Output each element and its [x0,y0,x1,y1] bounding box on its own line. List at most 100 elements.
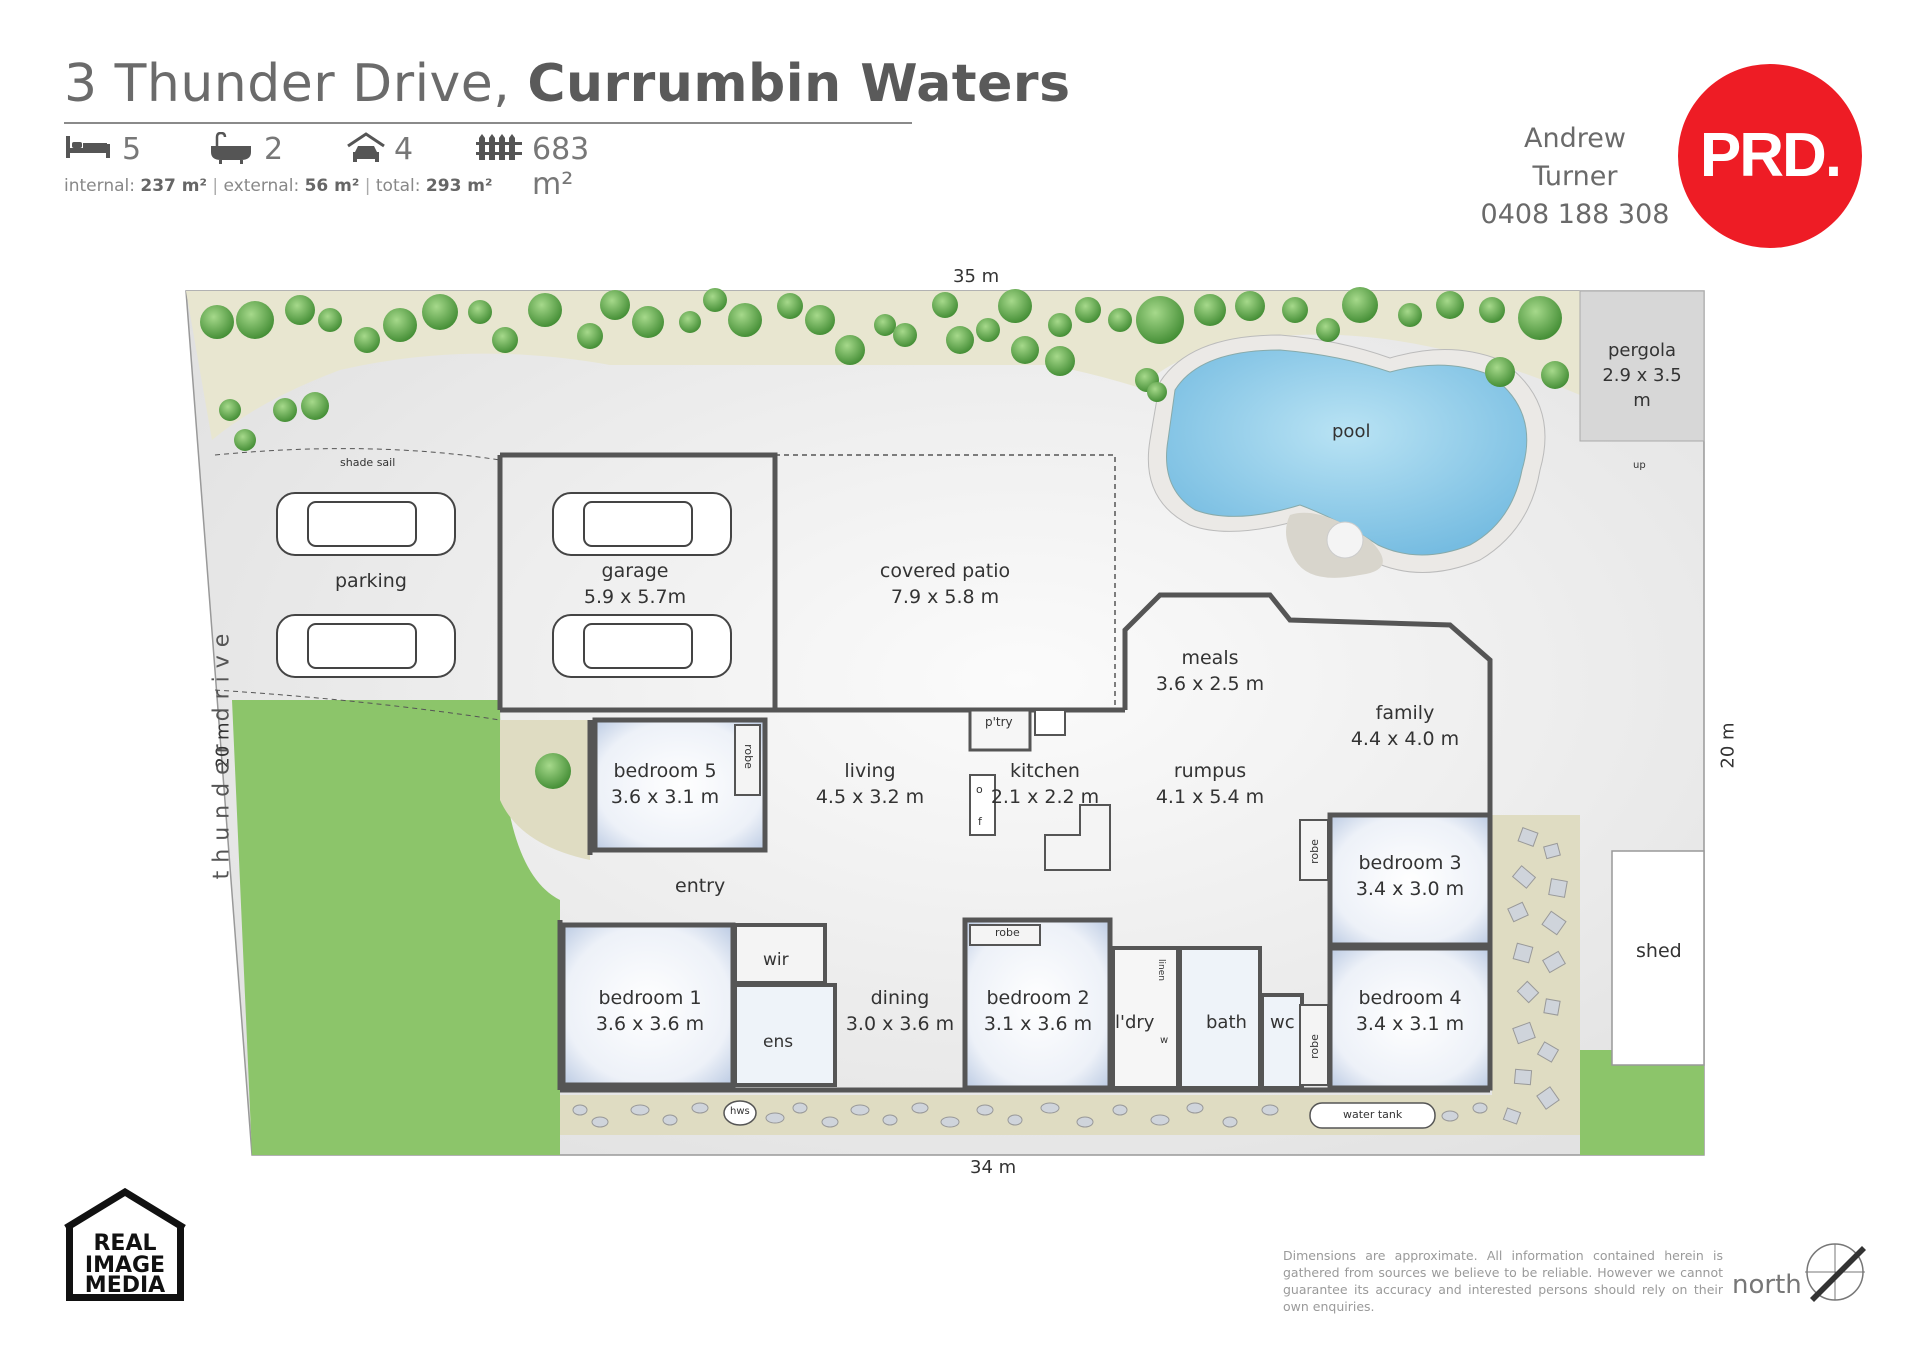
tree [805,305,835,335]
tree [703,288,727,312]
side-garden [1492,815,1580,1135]
tree [976,318,1000,342]
bedroom-4-room [1327,945,1493,1091]
total-label: total: [375,176,421,196]
tree [219,399,241,421]
beds-count: 5 [122,132,142,167]
disclaimer-text: Dimensions are approximate. All informat… [1283,1248,1723,1314]
rim-line-2: IMAGE [85,1253,165,1278]
lawn-area-right [1580,1050,1704,1155]
fence-icon [476,132,522,170]
tree [200,305,234,339]
cars [276,492,732,678]
robe-bed3 [1299,819,1329,881]
north-label: north [1732,1270,1802,1300]
robe-bed5 [734,724,761,796]
robe-bed2 [969,924,1041,946]
real-image-media-logo[interactable]: REAL IMAGE MEDIA [62,1188,188,1302]
area-summary: internal: 237 m² | external: 56 m² | tot… [64,176,493,196]
tree [728,303,762,337]
bedroom-2-room [962,917,1113,1091]
trees [200,287,1569,789]
wir-room [733,923,827,985]
robe-bed4 [1299,1004,1329,1086]
tree [285,295,315,325]
bedroom-1-room [560,922,736,1088]
fridge [969,774,996,836]
total-value: 293 m² [425,176,493,196]
garage-car-icon [346,132,386,174]
pantry-room [968,708,1032,752]
tree [1479,297,1505,323]
lawn-area [232,700,560,1155]
tree [946,326,974,354]
tree [1282,297,1308,323]
pool-water [1166,349,1528,556]
property-address-title: 3 Thunder Drive, Currumbin Waters [64,54,1071,114]
bath-room [1178,946,1262,1090]
tree [273,398,297,422]
shed [1611,850,1705,1066]
entry-garden [500,720,590,860]
tree [835,335,865,365]
street-text: 3 Thunder Drive, [64,54,511,114]
pool-spa [1326,521,1364,559]
stepping-stones [1502,827,1568,1125]
tree [998,289,1032,323]
tree [354,327,380,353]
tree [1075,297,1101,323]
tree [600,290,630,320]
tree [1316,318,1340,342]
compass-north-icon [1805,1243,1866,1302]
bedroom-3-room [1327,812,1493,948]
tree [893,323,917,347]
tree [1108,308,1132,332]
tree [1048,313,1072,337]
rim-line-1: REAL [93,1231,156,1256]
kitchen-cooktop [1034,709,1066,736]
tree [301,392,329,420]
tree [318,308,342,332]
tree [1045,346,1075,376]
external-label: external: [223,176,300,196]
pergola [1579,290,1705,442]
tree [1398,303,1422,327]
cars-count: 4 [394,132,414,167]
prd-logo[interactable]: PRD. [1678,64,1862,248]
agent-phone[interactable]: 0408 188 308 [1480,199,1670,230]
laundry-room [1111,946,1180,1090]
agent-name[interactable]: Andrew Turner [1524,123,1626,192]
tree [874,314,896,336]
agent-contact: Andrew Turner 0408 188 308 [1480,120,1670,234]
tree [1136,296,1184,344]
top-garden-bed [186,291,1580,440]
shade-sail-curve [214,448,501,461]
tree [422,294,458,330]
tree [1541,361,1569,389]
tree [468,300,492,324]
rim-line-3: MEDIA [85,1273,165,1298]
ens-room [733,983,837,1087]
tree [1147,382,1167,402]
tree [1342,287,1378,323]
tree [679,311,701,333]
tree [1436,291,1464,319]
tree [528,293,562,327]
hws [723,1100,757,1126]
internal-value: 237 m² [140,176,207,196]
tree [777,293,803,319]
wc-room [1260,993,1304,1090]
tree [1485,357,1515,387]
tree [1011,336,1039,364]
lawn-area-bottom [252,1100,560,1155]
tree [932,292,958,318]
tree [234,429,256,451]
kitchen-bench [1044,804,1111,871]
external-value: 56 m² [304,176,360,196]
tree [492,327,518,353]
tree [383,308,417,342]
tree [1518,296,1562,340]
tree [1194,294,1226,326]
bath-icon [209,131,253,172]
